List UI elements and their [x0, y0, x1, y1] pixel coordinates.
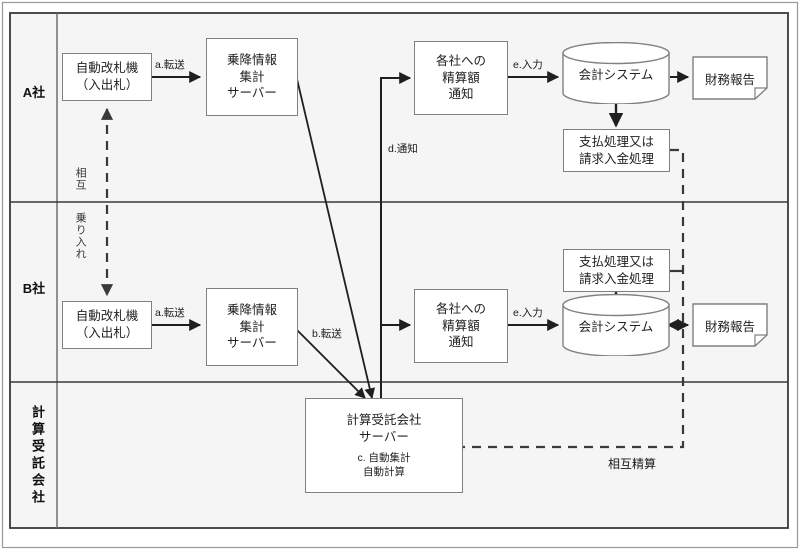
edge-label-e-input-top: e.入力 [513, 59, 543, 71]
database-cylinder-icon [562, 294, 670, 356]
node-a-server-line1: 乗降情報 [226, 52, 277, 67]
node-a-report-label: 財務報告 [704, 72, 755, 87]
lane-b-line1: B社 [22, 281, 46, 296]
database-cylinder-icon [562, 42, 670, 104]
node-a-gate-line1: 自動改札機 [75, 61, 139, 76]
node-b-accounting-label: 会計システム [578, 319, 654, 334]
node-b-server-line2: 集計 [239, 319, 265, 334]
node-a-accounting[interactable]: 会計システム [562, 42, 670, 104]
node-a-server[interactable]: 乗降情報 集計 サーバー [206, 38, 298, 116]
edge-label-mutual-entry-2: 乗り入れ [74, 212, 87, 260]
node-b-server-line1: 乗降情報 [226, 302, 277, 317]
node-a-gate-line2: （入出札） [75, 78, 139, 92]
edge-label-d-notify: d.通知 [388, 143, 418, 155]
node-c-server[interactable]: 計算受託会社 サーバー c. 自動集計 自動計算 [305, 398, 463, 493]
node-a-gate[interactable]: 自動改札機 （入出札） [62, 53, 152, 101]
edge-label-e-input-bottom: e.入力 [513, 307, 543, 319]
node-b-server[interactable]: 乗降情報 集計 サーバー [206, 288, 298, 366]
node-b-payment-line2: 請求入金処理 [578, 271, 654, 286]
node-c-server-line2: サーバー [359, 429, 409, 444]
edge-label-a-transfer-top: a.転送 [155, 59, 185, 71]
lane-label-b: B社 [14, 281, 54, 297]
edge-label-mutual-entry-1: 相互 [74, 167, 87, 191]
node-a-server-line2: 集計 [239, 69, 265, 84]
connector-b-server-to-c-server [296, 329, 366, 399]
node-c-server-subline2: 自動計算 [363, 465, 405, 478]
document-icon [692, 56, 768, 100]
node-b-report[interactable]: 財務報告 [692, 303, 768, 347]
connector-a-server-to-c-server [296, 78, 376, 400]
node-b-notice-line3: 通知 [448, 335, 474, 350]
node-a-server-line3: サーバー [227, 86, 277, 101]
node-a-report[interactable]: 財務報告 [692, 56, 768, 100]
document-icon [692, 303, 768, 347]
node-a-payment-line2: 請求入金処理 [578, 151, 654, 166]
node-a-notice[interactable]: 各社への 精算額 通知 [414, 41, 508, 115]
node-b-notice-line2: 精算額 [442, 318, 480, 333]
node-b-notice[interactable]: 各社への 精算額 通知 [414, 289, 508, 363]
node-a-payment-line1: 支払処理又は [578, 134, 654, 149]
node-b-accounting[interactable]: 会計システム [562, 294, 670, 356]
node-b-report-label: 財務報告 [704, 319, 755, 334]
node-b-gate-line2: （入出札） [75, 326, 139, 340]
connector-mutual-settlement [462, 148, 685, 449]
node-a-notice-line1: 各社への [435, 53, 486, 68]
node-c-server-line1: 計算受託会社 [346, 412, 422, 427]
edge-label-b-transfer: b.転送 [312, 328, 342, 340]
node-b-payment-line1: 支払処理又は [578, 254, 654, 269]
lane-label-a: A社 [14, 85, 54, 101]
node-c-server-subline1: c. 自動集計 [357, 451, 411, 464]
node-a-payment[interactable]: 支払処理又は 請求入金処理 [563, 129, 670, 172]
lane-c-line1: 計算受託会社 [30, 405, 45, 507]
node-b-payment[interactable]: 支払処理又は 請求入金処理 [563, 249, 670, 292]
node-b-gate[interactable]: 自動改札機 （入出札） [62, 301, 152, 349]
node-b-gate-line1: 自動改札機 [75, 309, 139, 324]
node-a-accounting-label: 会計システム [578, 67, 654, 82]
node-b-server-line3: サーバー [227, 336, 277, 351]
node-a-notice-line3: 通知 [448, 87, 474, 102]
connector-d-notify-to-a-notice [380, 72, 412, 400]
lane-a-line1: A社 [22, 85, 46, 100]
edge-label-a-transfer-bottom: a.転送 [155, 307, 185, 319]
node-a-notice-line2: 精算額 [442, 70, 480, 85]
edge-label-mutual-settlement: 相互精算 [608, 457, 657, 471]
node-b-notice-line1: 各社への [435, 301, 486, 316]
lane-label-c: 計算受託会社 [18, 396, 45, 516]
